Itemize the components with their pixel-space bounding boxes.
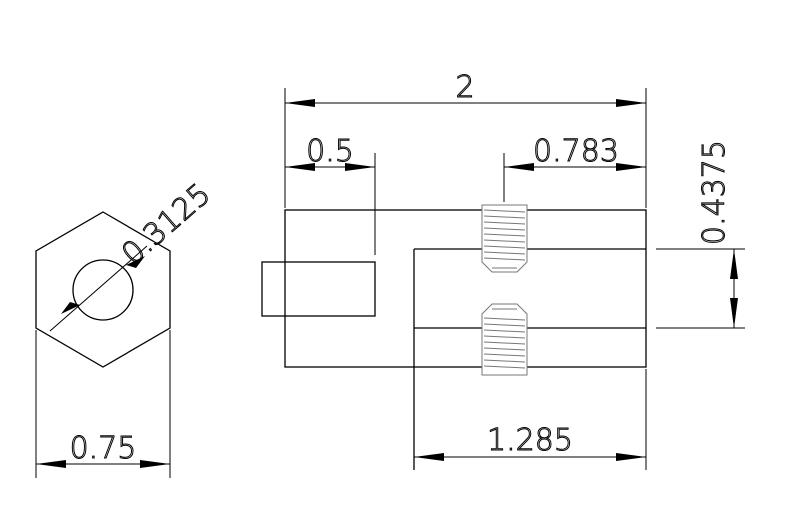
spacing-arrow-top	[730, 249, 738, 279]
hex-center-hole	[72, 259, 134, 321]
hex-end-view: 0.3125 0.75	[35, 176, 218, 478]
bore-length-arrow-right	[616, 453, 646, 461]
upper-set-screw	[481, 204, 528, 273]
lower-set-screw	[481, 303, 528, 376]
hole-spacing-label: 0.4375	[697, 140, 732, 245]
hex-width-arrow-left	[36, 460, 66, 468]
right-offset-label: 0.783	[533, 134, 619, 169]
bore-length-arrow-left	[414, 453, 444, 461]
hole-diameter-arrow-lower	[61, 302, 80, 314]
left-offset-arrow-right	[345, 163, 375, 171]
overall-arrow-left	[285, 99, 315, 107]
hex-width-label: 0.75	[70, 431, 137, 466]
hole-diameter-label: 0.3125	[115, 177, 217, 272]
left-offset-label: 0.5	[306, 134, 354, 169]
right-offset-arrow-left	[504, 163, 534, 171]
overall-length-label: 2	[455, 70, 474, 105]
bore-length-label: 1.285	[487, 423, 573, 458]
right-offset-arrow-right	[616, 163, 646, 171]
hex-outline	[35, 211, 171, 368]
main-body	[284, 209, 647, 368]
hole-diameter-leader	[49, 245, 148, 332]
left-stub	[261, 261, 376, 317]
hex-width-arrow-right	[140, 460, 170, 468]
hole-diameter-arrow-upper	[126, 256, 145, 268]
left-offset-arrow-left	[285, 163, 315, 171]
spacing-arrow-bottom	[730, 298, 738, 328]
overall-arrow-right	[616, 99, 646, 107]
side-view: 2 0.5 0.783 0.4375 1.285	[261, 70, 745, 470]
